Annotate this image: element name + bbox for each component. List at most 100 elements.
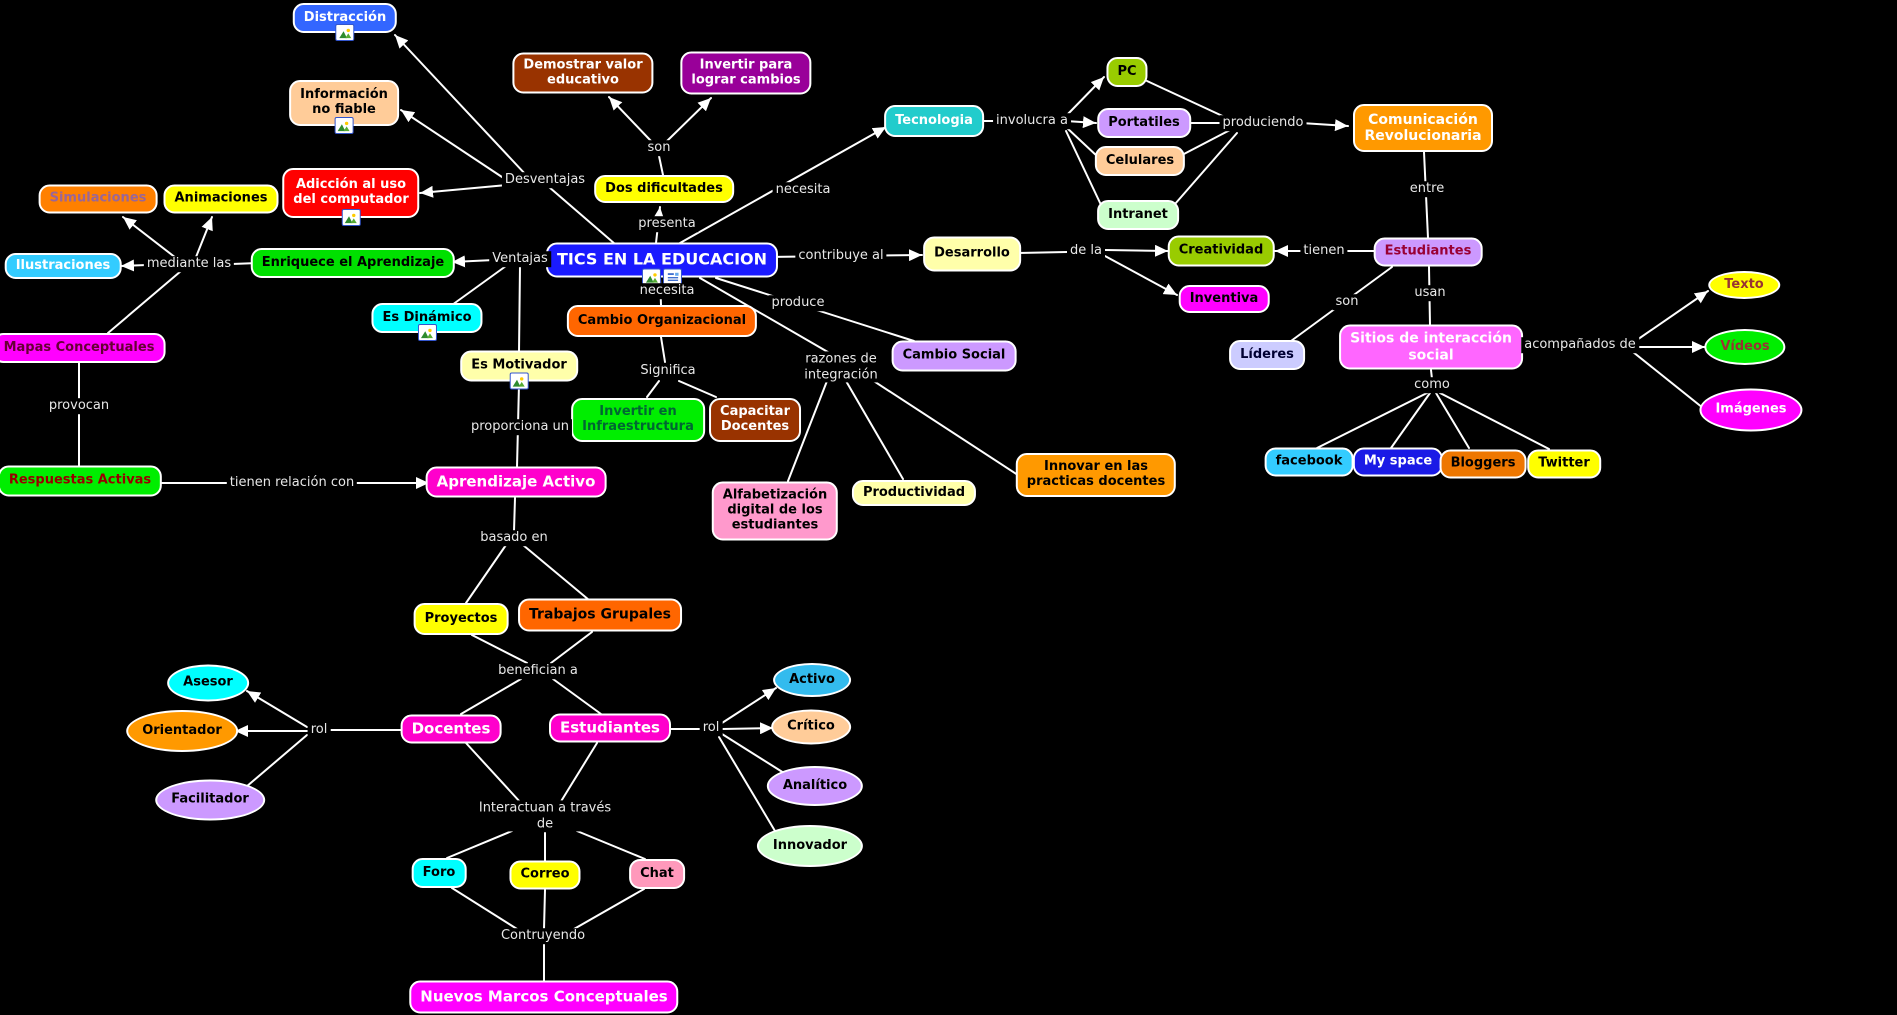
node-es-dinamico[interactable]: Es Dinámico bbox=[371, 303, 483, 341]
node-sitios-interaccion[interactable]: Sitios de interacción social bbox=[1339, 324, 1523, 370]
node-lideres[interactable]: Líderes bbox=[1229, 340, 1305, 370]
node-asesor[interactable]: Asesor bbox=[167, 664, 249, 702]
node-tics[interactable]: TICS EN LA EDUCACION bbox=[545, 242, 779, 286]
node-foro[interactable]: Foro bbox=[411, 858, 467, 888]
edge-label-produce[interactable]: produce bbox=[768, 295, 828, 311]
edge-label-significa[interactable]: Significa bbox=[637, 363, 699, 379]
node-mapas-conceptuales[interactable]: Mapas Conceptuales bbox=[0, 333, 166, 363]
node-facebook[interactable]: facebook bbox=[1264, 447, 1354, 477]
edge-label-son-lideres[interactable]: son bbox=[1332, 294, 1362, 310]
edge-label-basado-en[interactable]: basado en bbox=[477, 530, 551, 546]
node-tecnologia[interactable]: Tecnologia bbox=[884, 105, 984, 137]
edge-label-presenta[interactable]: presenta bbox=[635, 216, 699, 232]
edge-line bbox=[552, 678, 602, 715]
edge-label-tienen-relacion-con[interactable]: tienen relación con bbox=[226, 475, 358, 491]
edge-label-contribuye-al[interactable]: contribuye al bbox=[795, 248, 887, 264]
edge-label-benefician-a[interactable]: benefician a bbox=[495, 663, 581, 679]
node-myspace[interactable]: My space bbox=[1352, 447, 1444, 477]
node-critico[interactable]: Crítico bbox=[771, 709, 851, 745]
node-animaciones[interactable]: Animaciones bbox=[163, 184, 279, 214]
edge-label-mediante-las[interactable]: mediante las bbox=[143, 256, 235, 272]
resource-image-icon[interactable] bbox=[509, 372, 529, 390]
node-innovador[interactable]: Innovador bbox=[756, 825, 864, 867]
node-demostrar-valor[interactable]: Demostrar valor educativo bbox=[512, 52, 654, 94]
node-estudiantes-right[interactable]: Estudiantes bbox=[1373, 237, 1483, 267]
node-chat[interactable]: Chat bbox=[629, 859, 685, 889]
node-distraccion[interactable]: Distracción bbox=[292, 3, 398, 41]
node-twitter[interactable]: Twitter bbox=[1527, 449, 1601, 479]
node-facilitador[interactable]: Facilitador bbox=[155, 779, 265, 821]
node-invertir-infraestructura[interactable]: Invertir en Infraestructura bbox=[571, 398, 705, 442]
node-inventiva[interactable]: Inventiva bbox=[1178, 285, 1270, 313]
resource-image-icon[interactable] bbox=[341, 209, 361, 226]
node-celulares[interactable]: Celulares bbox=[1094, 146, 1186, 176]
node-portatiles[interactable]: Portatiles bbox=[1097, 108, 1191, 138]
node-creatividad[interactable]: Creatividad bbox=[1167, 235, 1275, 267]
edge-label-son-dificultades[interactable]: son bbox=[644, 140, 674, 156]
resource-image-icon[interactable] bbox=[335, 24, 355, 41]
node-correo[interactable]: Correo bbox=[509, 860, 581, 890]
edge-line bbox=[400, 109, 509, 182]
node-desarrollo[interactable]: Desarrollo bbox=[923, 236, 1021, 272]
edge-label-necesita-tecnologia[interactable]: necesita bbox=[772, 182, 834, 198]
node-comunicacion-revolucionaria[interactable]: Comunicación Revolucionaria bbox=[1353, 104, 1493, 152]
node-cambio-organizacional[interactable]: Cambio Organizacional bbox=[566, 305, 758, 337]
edge-line bbox=[1065, 116, 1097, 129]
node-innovar-practicas[interactable]: Innovar en las practicas docentes bbox=[1015, 453, 1177, 497]
node-nuevos-marcos[interactable]: Nuevos Marcos Conceptuales bbox=[409, 980, 679, 1014]
node-trabajos-grupales[interactable]: Trabajos Grupales bbox=[518, 598, 682, 632]
edge-label-acompanados-de[interactable]: acompañados de bbox=[1521, 337, 1639, 353]
resource-image-icon[interactable] bbox=[642, 268, 661, 286]
node-invertir-cambios[interactable]: Invertir para lograr cambios bbox=[680, 51, 812, 95]
node-label: Docentes bbox=[411, 719, 491, 738]
node-dos-dificultades[interactable]: Dos dificultades bbox=[594, 175, 734, 203]
node-respuestas-activas[interactable]: Respuestas Activas bbox=[0, 465, 163, 497]
edge-line bbox=[1104, 255, 1178, 296]
edge-line bbox=[845, 380, 904, 480]
node-aprendizaje-activo[interactable]: Aprendizaje Activo bbox=[425, 466, 607, 498]
node-cambio-social[interactable]: Cambio Social bbox=[891, 340, 1017, 372]
edge-label-usan[interactable]: usan bbox=[1411, 285, 1449, 301]
node-proyectos[interactable]: Proyectos bbox=[413, 603, 509, 635]
edge-label-como[interactable]: como bbox=[1411, 377, 1453, 393]
node-docentes[interactable]: Docentes bbox=[400, 714, 502, 744]
node-imagenes[interactable]: Imágenes bbox=[1699, 388, 1803, 432]
node-capacitar-docentes[interactable]: Capacitar Docentes bbox=[709, 398, 801, 442]
node-es-motivador[interactable]: Es Motivador bbox=[460, 350, 578, 390]
node-videos[interactable]: Vídeos bbox=[1704, 329, 1786, 365]
edge-line bbox=[1104, 244, 1169, 257]
node-analitico[interactable]: Analítico bbox=[766, 766, 864, 806]
edge-label-contruyendo[interactable]: Contruyendo bbox=[497, 928, 589, 944]
edge-label-produciendo[interactable]: produciendo bbox=[1219, 115, 1307, 131]
edge-label-tienen[interactable]: tienen bbox=[1300, 243, 1348, 259]
edge-label-proporciona-un[interactable]: proporciona un bbox=[467, 419, 573, 435]
node-estudiantes-bottom[interactable]: Estudiantes bbox=[549, 713, 671, 743]
edge-label-involucra-a[interactable]: involucra a bbox=[993, 113, 1071, 129]
edge-label-rol-estudiantes[interactable]: rol bbox=[699, 720, 723, 736]
node-informacion-no-fiable[interactable]: Información no fiable bbox=[289, 80, 399, 134]
node-ilustraciones[interactable]: Ilustraciones bbox=[4, 253, 122, 279]
edge-label-interactuan[interactable]: Interactuan a través de bbox=[475, 800, 615, 832]
node-alfabetizacion-digital[interactable]: Alfabetización digital de los estudiante… bbox=[711, 481, 839, 541]
resource-image-icon[interactable] bbox=[417, 324, 437, 341]
node-bloggers[interactable]: Bloggers bbox=[1439, 449, 1527, 479]
node-productividad[interactable]: Productividad bbox=[851, 480, 977, 506]
resource-image-icon[interactable] bbox=[334, 117, 354, 134]
node-pc[interactable]: PC bbox=[1106, 57, 1148, 87]
edge-label-razones-integracion[interactable]: razones de integración bbox=[801, 351, 881, 383]
edge-label-ventajas[interactable]: Ventajas bbox=[489, 251, 551, 267]
node-label: Chat bbox=[640, 865, 674, 881]
node-adiccion-computador[interactable]: Adicción al uso del computador bbox=[282, 168, 420, 226]
edge-label-rol-docentes[interactable]: rol bbox=[307, 722, 331, 738]
node-activo[interactable]: Activo bbox=[773, 663, 851, 697]
edge-label-necesita-cambio[interactable]: necesita bbox=[636, 283, 698, 299]
node-intranet[interactable]: Intranet bbox=[1097, 200, 1179, 230]
edge-label-de-la[interactable]: de la bbox=[1067, 243, 1105, 259]
edge-label-desventajas[interactable]: Desventajas bbox=[501, 172, 589, 188]
edge-label-provocan[interactable]: provocan bbox=[45, 398, 113, 414]
node-simulaciones[interactable]: Simulaciones bbox=[38, 184, 158, 214]
node-texto[interactable]: Texto bbox=[1708, 271, 1780, 299]
node-orientador[interactable]: Orientador bbox=[126, 710, 238, 752]
edge-label-entre[interactable]: entre bbox=[1406, 181, 1448, 197]
node-enriquece-aprendizaje[interactable]: Enriquece el Aprendizaje bbox=[250, 248, 456, 278]
